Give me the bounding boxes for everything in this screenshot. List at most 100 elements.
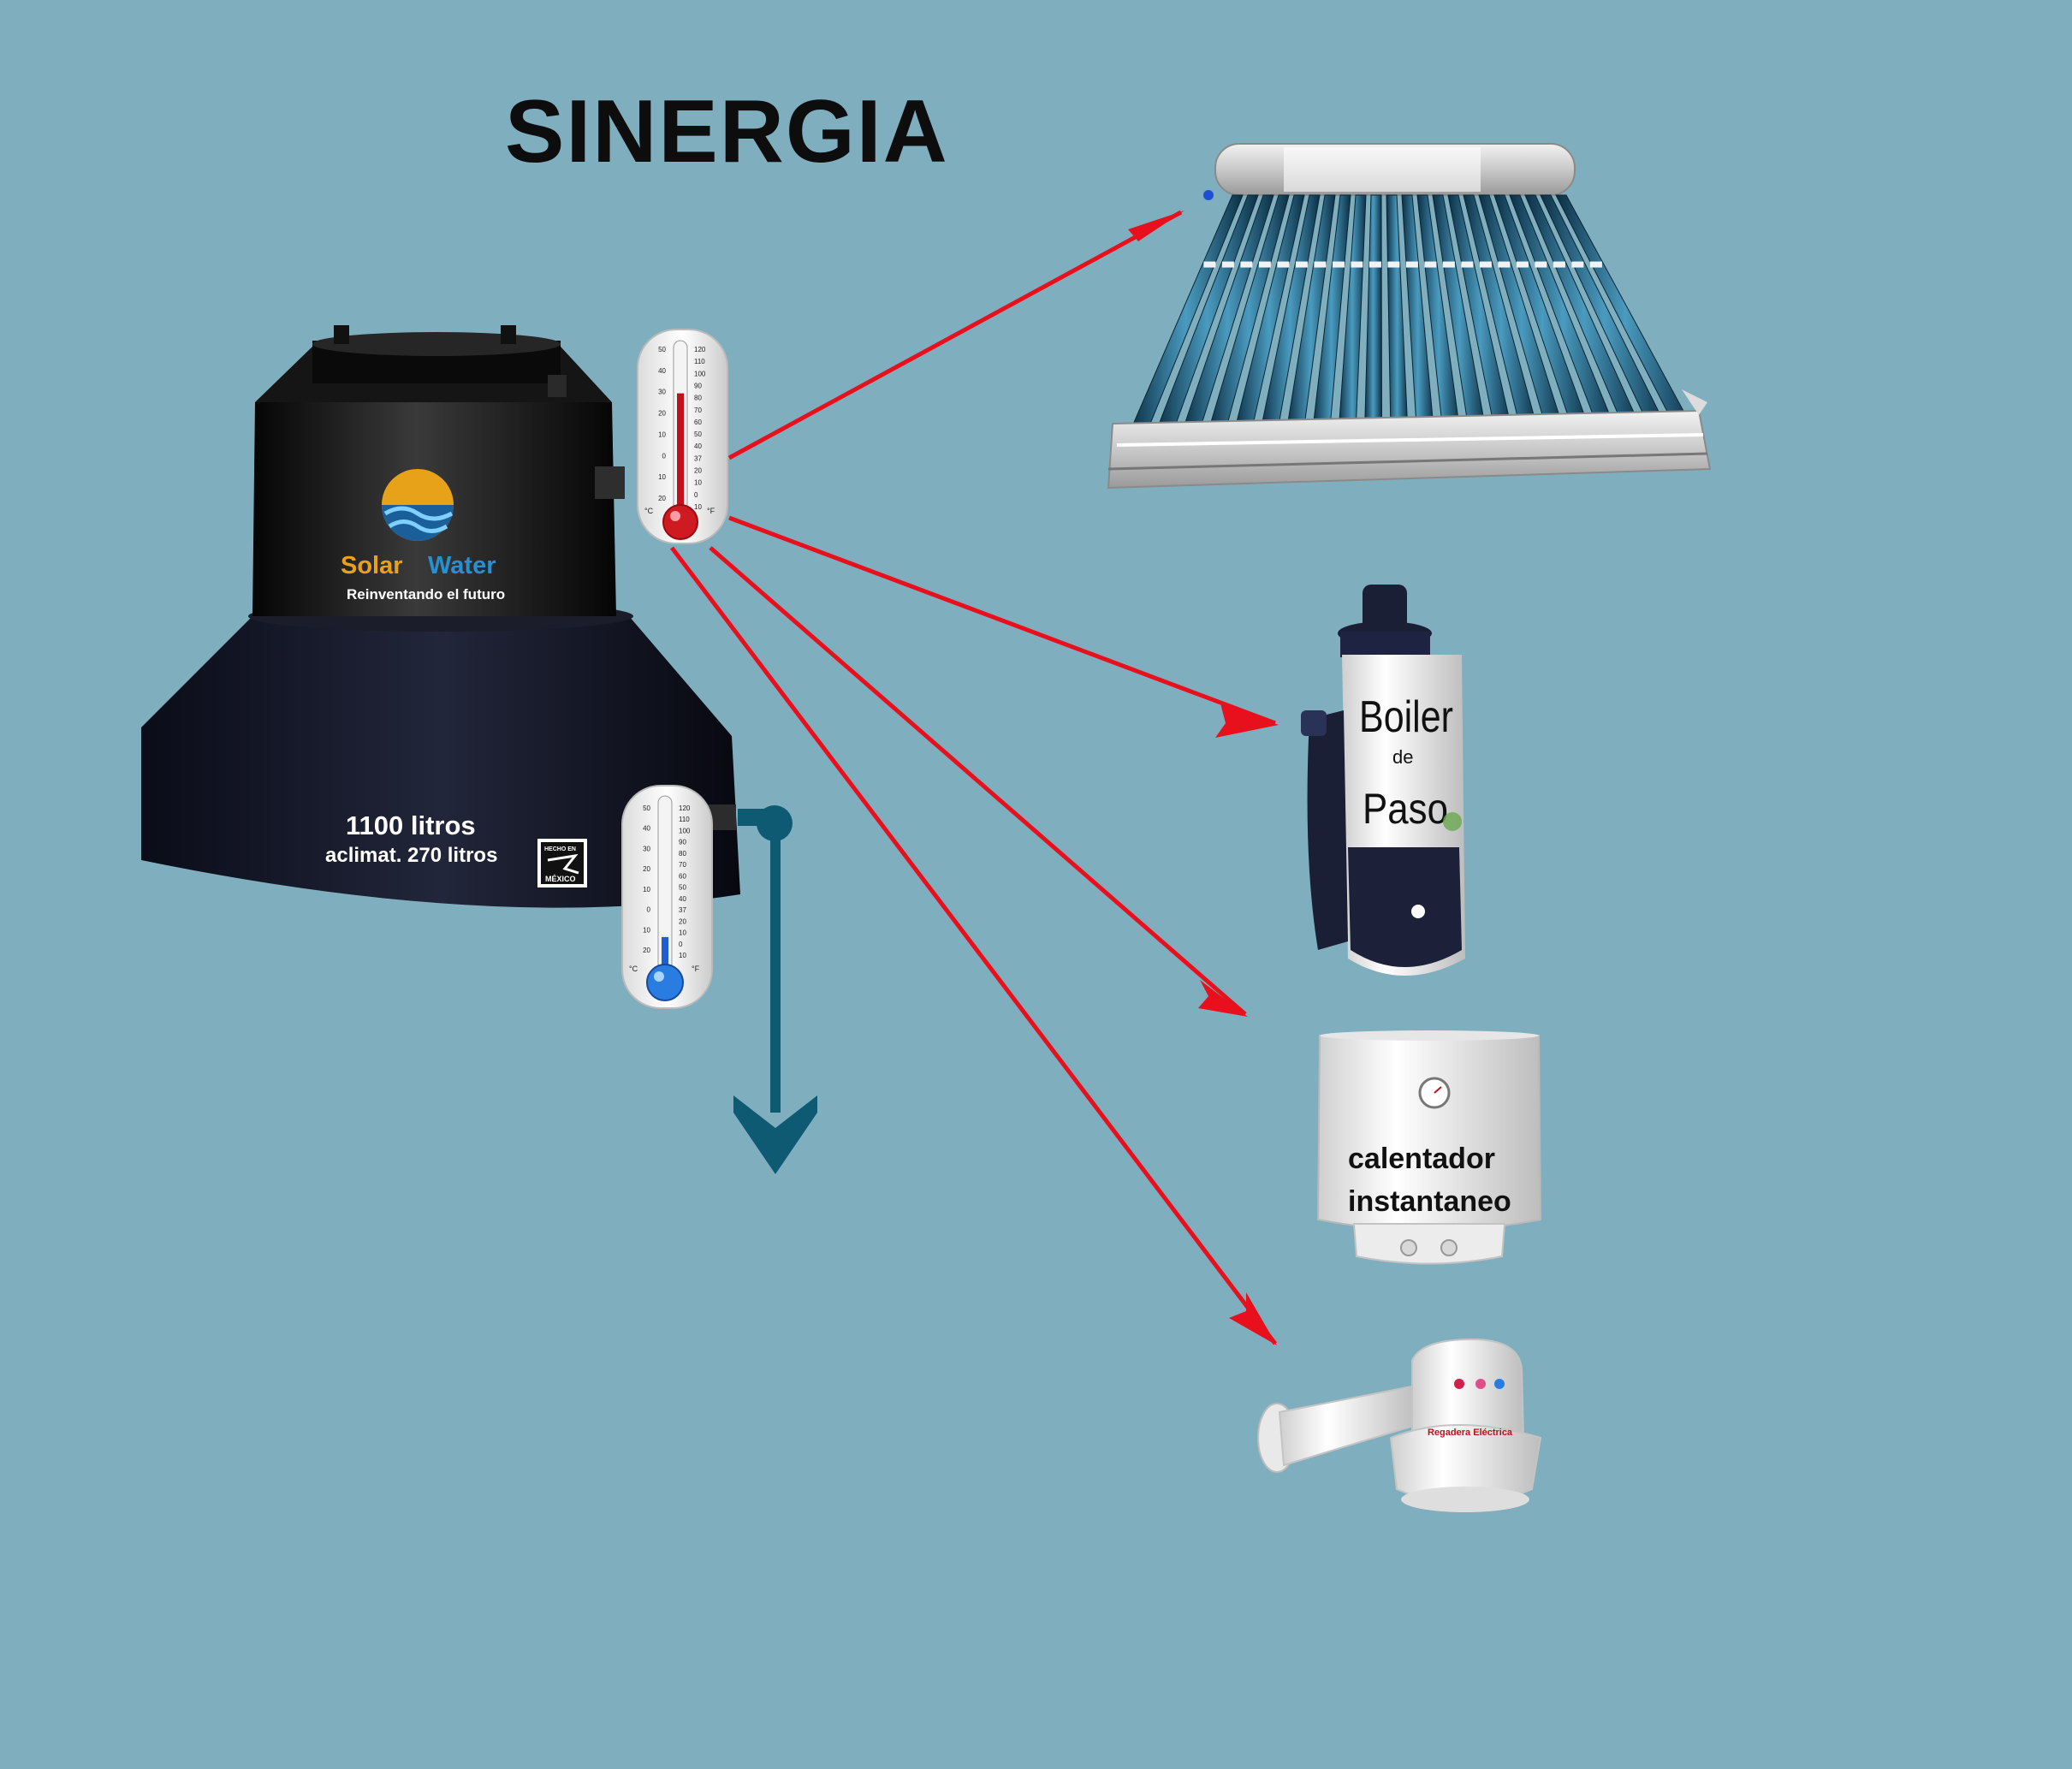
- tube-clip: [1535, 261, 1547, 268]
- cold-fahrenheit-tick: 40: [679, 895, 686, 903]
- cold-fahrenheit-tick: 60: [679, 872, 686, 880]
- hot-fahrenheit-tick: 10: [694, 503, 702, 511]
- arrow-to-heater: [709, 546, 1247, 1016]
- cold-fahrenheit-tick: 37: [679, 906, 686, 914]
- tube-clip: [1258, 261, 1271, 268]
- cold-fahrenheit-tick: 80: [679, 850, 686, 858]
- hot-celsius-tick: 0: [662, 452, 667, 460]
- water-tank: Solar Water Reinventando el futuro 1100 …: [141, 325, 740, 908]
- tube-clip: [1295, 261, 1308, 268]
- cold-fahrenheit-tick: 0: [679, 941, 683, 948]
- boiler-label-line3: Paso: [1363, 785, 1448, 833]
- arrowhead-solar: [1128, 211, 1184, 241]
- hot-fahrenheit-tick: 70: [694, 407, 702, 414]
- badge-top-text: HECHO EN: [544, 846, 576, 852]
- cold-celsius-tick: 10: [643, 886, 650, 893]
- tube-clip: [1203, 261, 1216, 268]
- hot-celsius-tick: 50: [658, 346, 666, 353]
- arrowhead-shower: [1229, 1292, 1277, 1345]
- arrowhead-heater: [1198, 980, 1248, 1017]
- cold-celsius-tick: 20: [643, 947, 650, 954]
- tube-clip: [1332, 261, 1345, 268]
- heater-label-line1: calentador: [1348, 1143, 1495, 1175]
- cold-fahrenheit-tick: 100: [679, 827, 691, 834]
- hot-celsius-unit: °C: [644, 507, 654, 515]
- diagram-title: SINERGIA: [505, 82, 949, 181]
- hot-fahrenheit-tick: 120: [694, 346, 706, 353]
- hot-fahrenheit-tick: 90: [694, 382, 702, 389]
- arrow-to-solar-collector: [727, 210, 1183, 460]
- made-in-mexico-badge: HECHO EN MÉXICO: [537, 839, 587, 887]
- arrowhead-boiler: [1215, 703, 1279, 738]
- cold-celsius-tick: 10: [643, 926, 650, 934]
- vacuum-tube: [1363, 194, 1383, 433]
- hot-fahrenheit-tick: 37: [694, 454, 702, 462]
- hot-fahrenheit-tick: 50: [694, 430, 702, 438]
- tube-clip: [1221, 261, 1234, 268]
- hot-fahrenheit-tick: 100: [694, 370, 706, 377]
- tube-clip: [1442, 261, 1455, 268]
- tube-clip: [1277, 261, 1290, 268]
- boiler-de-paso: Boiler de Paso: [1301, 585, 1465, 976]
- flow-arrows: [670, 210, 1277, 1345]
- tube-clip: [1589, 261, 1602, 268]
- tube-clip: [1368, 261, 1381, 268]
- tube-clip: [1461, 261, 1474, 268]
- hot-celsius-tick: 10: [658, 430, 666, 438]
- brand-solar: Solar: [341, 552, 403, 579]
- cold-fahrenheit-unit: °F: [692, 965, 700, 973]
- cold-celsius-tick: 40: [643, 825, 650, 833]
- instant-water-heater: calentador instantaneo: [1316, 1030, 1542, 1265]
- tank-acclimatized: aclimat. 270 litros: [325, 844, 497, 867]
- hot-fahrenheit-unit: °F: [707, 507, 715, 515]
- cold-celsius-tick: 20: [643, 865, 650, 873]
- tube-clip: [1387, 261, 1400, 268]
- hot-fahrenheit-tick: 110: [694, 358, 705, 365]
- hot-fahrenheit-tick: 60: [694, 419, 702, 426]
- cold-fahrenheit-tick: 120: [679, 804, 691, 812]
- badge-bottom-text: MÉXICO: [545, 875, 576, 883]
- tube-clip: [1553, 261, 1565, 268]
- hot-fahrenheit-tick: 20: [694, 467, 702, 475]
- cold-fahrenheit-tick: 110: [679, 816, 690, 823]
- hot-fahrenheit-tick: 10: [694, 479, 702, 487]
- boiler-label-line1: Boiler: [1359, 692, 1453, 742]
- electric-shower: Regadera Eléctrica: [1257, 1338, 1542, 1512]
- hot-celsius-tick: 40: [658, 367, 666, 375]
- cold-celsius-tick: 50: [643, 804, 650, 812]
- cold-fahrenheit-tick: 90: [679, 839, 686, 846]
- hot-celsius-tick: 10: [658, 473, 666, 481]
- tube-clip: [1498, 261, 1511, 268]
- hot-fahrenheit-tick: 40: [694, 442, 702, 450]
- arrow-heads: [1128, 211, 1279, 1345]
- arrow-to-boiler: [728, 515, 1276, 726]
- shower-label: Regadera Eléctrica: [1428, 1428, 1513, 1438]
- tube-clip: [1479, 261, 1492, 268]
- hot-celsius-tick: 20: [658, 410, 666, 418]
- tank-capacity: 1100 litros: [346, 810, 476, 840]
- tube-clip: [1424, 261, 1437, 268]
- cold-fahrenheit-tick: 70: [679, 861, 686, 869]
- tube-clip: [1405, 261, 1418, 268]
- hot-fahrenheit-tick: 0: [694, 491, 698, 499]
- cold-fahrenheit-tick: 10: [679, 929, 686, 937]
- boiler-label-line2: de: [1392, 746, 1413, 768]
- tube-clip: [1516, 261, 1529, 268]
- heater-label-line2: instantaneo: [1348, 1185, 1511, 1218]
- tank-slogan: Reinventando el futuro: [347, 586, 505, 603]
- cold-celsius-unit: °C: [629, 965, 638, 973]
- brand-water: Water: [428, 552, 496, 579]
- tube-clip: [1314, 261, 1327, 268]
- cold-celsius-tick: 0: [647, 906, 651, 914]
- hot-celsius-tick: 30: [658, 389, 666, 396]
- hot-fahrenheit-tick: 80: [694, 395, 702, 402]
- cold-celsius-tick: 30: [643, 845, 650, 852]
- cold-fahrenheit-tick: 10: [679, 952, 686, 959]
- tube-clip: [1351, 261, 1363, 268]
- solar-water-logo: [382, 469, 454, 541]
- cold-fahrenheit-tick: 20: [679, 917, 686, 925]
